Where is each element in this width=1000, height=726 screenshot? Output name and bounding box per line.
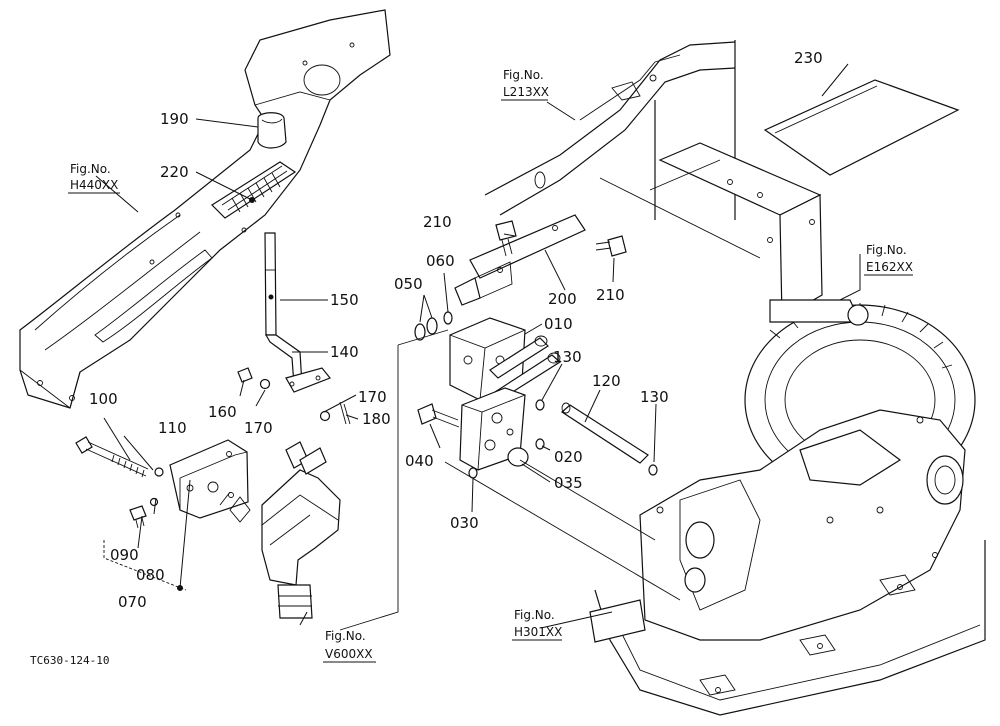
- fig-h440-code: H440XX: [70, 178, 118, 192]
- label-190: 190: [160, 110, 189, 128]
- fender-plate: [19, 9, 391, 409]
- base-frame: [589, 540, 986, 716]
- label-110: 110: [158, 419, 187, 437]
- label-030: 030: [450, 514, 479, 532]
- lift-cylinder-casting: [639, 409, 966, 641]
- label-130-a: 130: [553, 348, 582, 366]
- bolt-and-washer: [129, 497, 159, 529]
- label-080: 080: [136, 566, 165, 584]
- fig-h440-label: Fig.No.: [70, 162, 111, 176]
- control-lever: [264, 232, 331, 393]
- cover-sheet: [763, 79, 960, 176]
- label-100: 100: [89, 390, 118, 408]
- label-210-b: 210: [596, 286, 625, 304]
- figure-ref-v600: Fig.No. V600XX: [323, 629, 376, 663]
- figure-ref-h301: Fig.No. H301XX: [512, 608, 562, 641]
- figure-ref-l213: Fig.No. L213XX: [501, 68, 549, 101]
- fig-e162-label: Fig.No.: [866, 243, 907, 257]
- pipe: [561, 402, 658, 476]
- fig-l213-code: L213XX: [503, 85, 549, 99]
- mounting-bracket: [599, 142, 823, 320]
- block-bolt: [417, 403, 460, 428]
- fig-v600-code: V600XX: [325, 647, 373, 661]
- label-140: 140: [330, 343, 359, 361]
- valve-plate: [169, 439, 249, 519]
- lever-guide-slot: [211, 161, 297, 219]
- fig-e162-code: E162XX: [866, 260, 913, 274]
- label-090: 090: [110, 546, 139, 564]
- label-120: 120: [592, 372, 621, 390]
- fig-v600-label: Fig.No.: [325, 629, 366, 643]
- label-150: 150: [330, 291, 359, 309]
- label-040: 040: [405, 452, 434, 470]
- label-060: 060: [426, 252, 455, 270]
- lever-knob: [257, 112, 287, 149]
- part-labels: 190 220 150 140 160 170 170 180 100 110 …: [89, 49, 823, 611]
- fig-l213-label: Fig.No.: [503, 68, 544, 82]
- label-020: 020: [554, 448, 583, 466]
- assembly-lines: [339, 329, 681, 631]
- label-220: 220: [160, 163, 189, 181]
- label-200: 200: [548, 290, 577, 308]
- small-hardware: [237, 367, 351, 425]
- label-010: 010: [544, 315, 573, 333]
- label-230: 230: [794, 49, 823, 67]
- label-210-a: 210: [423, 213, 452, 231]
- label-050: 050: [394, 275, 423, 293]
- figure-ref-h440: Fig.No. H440XX: [68, 162, 120, 194]
- label-130-b: 130: [640, 388, 669, 406]
- label-170-a: 170: [244, 419, 273, 437]
- fig-h301-code: H301XX: [514, 625, 562, 639]
- upper-frame: [484, 40, 736, 220]
- strap-bracket: [454, 214, 586, 306]
- long-bolt: [75, 436, 164, 478]
- fig-h301-label: Fig.No.: [514, 608, 555, 622]
- label-035: 035: [554, 474, 583, 492]
- label-170-b: 170: [358, 388, 387, 406]
- leader-lines: [95, 63, 861, 629]
- assembly-group-bracket: [103, 479, 191, 591]
- label-180: 180: [362, 410, 391, 428]
- hydraulic-block: [449, 317, 562, 401]
- label-070: 070: [118, 593, 147, 611]
- o-rings-050-060: [414, 311, 453, 341]
- figure-ref-e162: Fig.No. E162XX: [864, 243, 913, 276]
- label-160: 160: [208, 403, 237, 421]
- control-valve-body: [219, 441, 341, 619]
- diagram-code: TC630-124-10: [30, 654, 109, 667]
